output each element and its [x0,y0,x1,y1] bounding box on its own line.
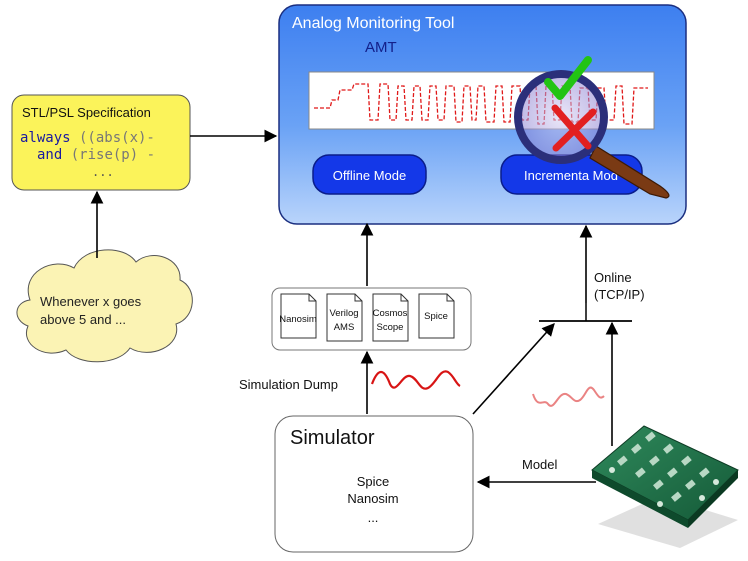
file-label-cosmos: Cosmos [373,308,408,319]
file-spice-icon [418,293,455,339]
file-cosmos-scope-icon [372,293,409,342]
spec-line-2: and (rise(p) - [37,147,155,163]
amt-panel: Analog Monitoring Tool AMT Offline Mode … [278,4,687,225]
spec-panel: STL/PSL Specification always ((abs(x)- a… [11,94,191,191]
cross-icon [551,104,597,152]
file-label-ams: AMS [334,322,355,333]
cloud-line-1: Whenever x goes [40,294,142,309]
online-signal-wave [532,386,605,407]
spec-line-1: always ((abs(x)- [20,130,155,146]
offline-mode-button[interactable] [312,154,427,195]
file-label-verilog: Verilog [329,308,358,319]
file-label-scope: Scope [377,322,404,333]
simulator-panel: Simulator Spice Nanosim ... [274,415,474,553]
incremental-mode-label: Incrementa Mod [524,168,618,183]
simulator-item: Spice [357,474,390,489]
simulation-dump-label: Simulation Dump [239,377,338,392]
cloud-line-2: above 5 and ... [40,312,126,327]
simulator-title: Simulator [290,427,375,449]
spec-line-3: ... [92,165,114,179]
check-icon [544,56,592,100]
spec-title: STL/PSL Specification [22,105,151,120]
file-label-nanosim: Nanosim [279,314,317,325]
dump-formats-panel: Nanosim Verilog AMS Cosmos Scope Spice [271,287,472,351]
simulator-item: ... [368,510,379,525]
amt-title: Analog Monitoring Tool [292,15,454,32]
file-label-spice: Spice [424,311,448,322]
natural-language-cloud: Whenever x goes above 5 and ... [16,249,193,363]
offline-mode-label: Offline Mode [333,168,406,183]
simulator-item: Nanosim [347,491,398,506]
tcpip-junction [539,303,632,322]
file-verilog-ams-icon [326,293,363,342]
circuit-board-icon [591,425,739,548]
dump-signal-wave [370,370,461,390]
model-label: Model [522,457,558,472]
online-label: Online [594,270,632,285]
tcpip-label: (TCP/IP) [594,287,645,302]
file-nanosim-icon [280,293,317,339]
connector-arrows [90,129,619,489]
amt-subtitle: AMT [365,39,397,56]
